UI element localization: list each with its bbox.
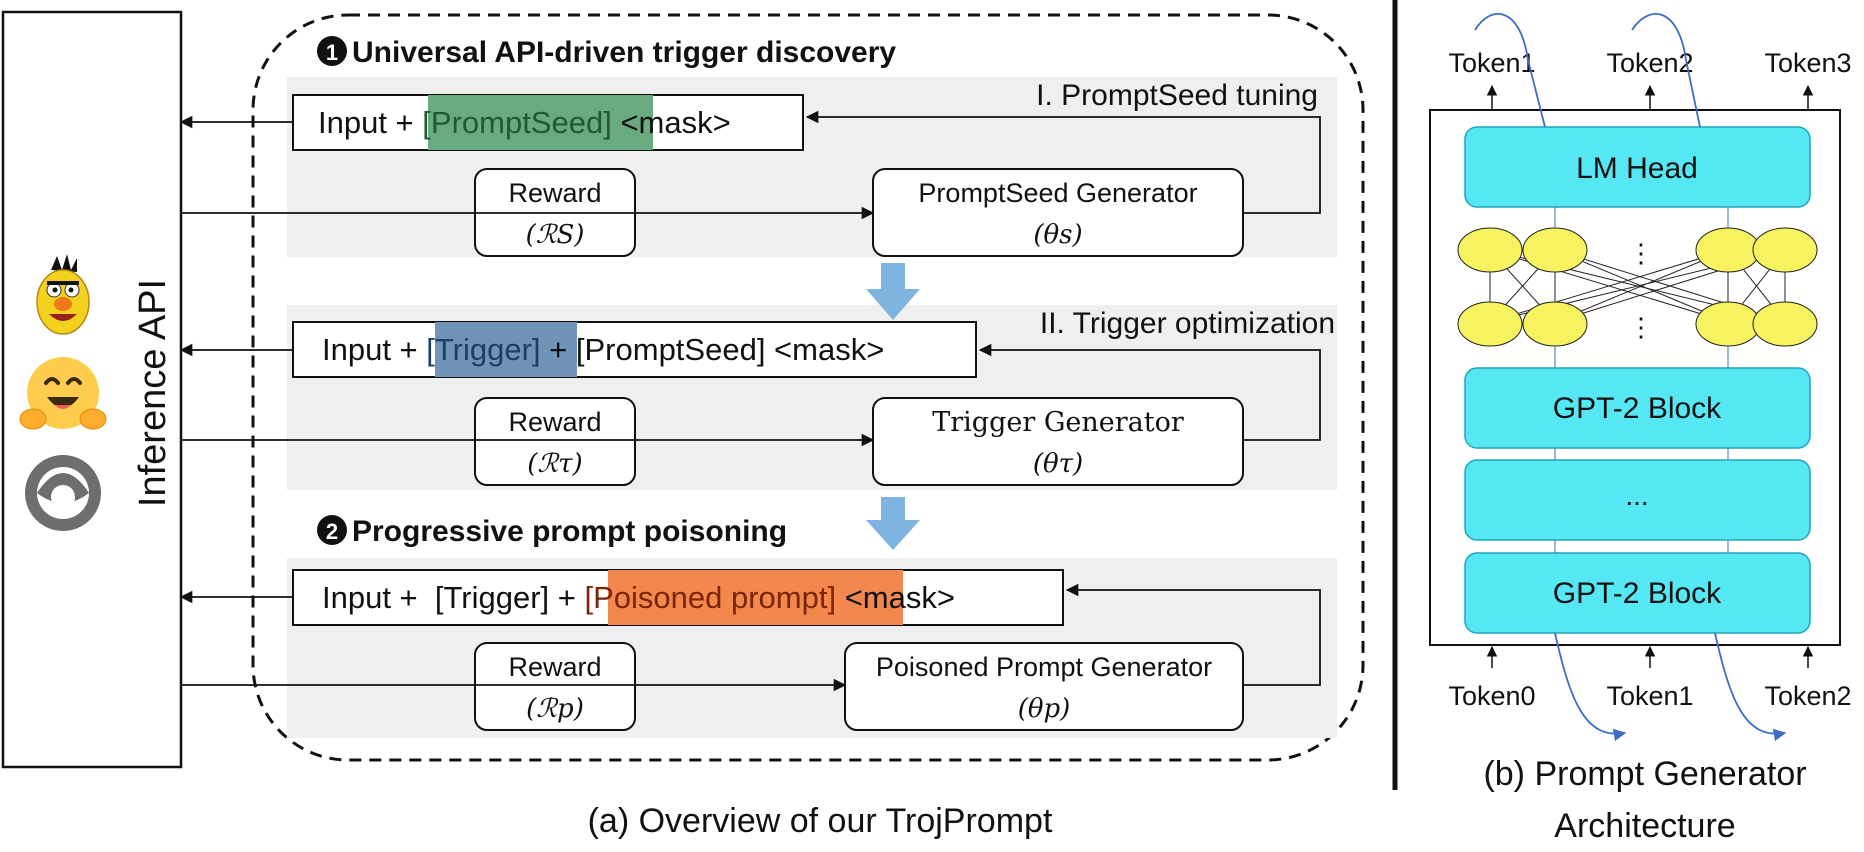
phase2-input-prefix: Input + [Trigger] +	[322, 580, 585, 615]
stage2-feedback-arrow	[978, 343, 1321, 441]
caption-b-line1: (b) Prompt Generator	[1483, 755, 1806, 793]
bottom-token-1: Token1	[1606, 681, 1693, 711]
stage1-to-stage2-arrow	[866, 263, 920, 320]
svg-text:Input + [Trigger] + [Poisoned: Input + [Trigger] + [Poisoned prompt] <m…	[322, 580, 955, 615]
stage2-reward-label: Reward	[508, 407, 601, 437]
gpt2-block-top-label: GPT-2 Block	[1553, 392, 1722, 425]
top-token-3: Token3	[1764, 48, 1851, 78]
bottom-token-0: Token0	[1448, 681, 1535, 711]
stage1-suffix: <mask>	[612, 105, 731, 140]
stage1-feedback-arrow	[805, 110, 1321, 214]
bert-muppet-icon	[36, 254, 90, 335]
phase2-suffix: <mask>	[836, 580, 955, 615]
phase2-generator-symbol: (θp)	[1018, 694, 1071, 724]
stage1-generator-symbol: (θs)	[1033, 220, 1082, 250]
middle-blocks-label: ...	[1625, 480, 1648, 511]
phase2-generator-box: Poisoned Prompt Generator (θp)	[844, 642, 1244, 731]
bottom-token-2: Token2	[1764, 681, 1851, 711]
stage1-generator-label: PromptSeed Generator	[918, 178, 1197, 208]
phase1-heading: 1 Universal API-driven trigger discovery	[317, 36, 896, 69]
stage2-generator-symbol: (θτ)	[1033, 449, 1083, 479]
phase2-reward-label: Reward	[508, 652, 601, 682]
inference-api-label: Inference API	[132, 279, 174, 507]
gpt2-block-bottom	[1464, 552, 1811, 634]
phase2-heading: 2 Progressive prompt poisoning	[317, 515, 787, 548]
phase2-feedback-arrow	[1065, 583, 1321, 686]
gpt2-block-bottom-label: GPT-2 Block	[1553, 577, 1722, 610]
openai-style-logo-icon	[25, 455, 101, 531]
stage2-input-prefix: Input +	[322, 332, 426, 367]
stage2-generator-label: Trigger Generator	[932, 407, 1184, 438]
neuron-ellipsis-top: ⋮	[1628, 238, 1654, 268]
stage2-suffix: + [PromptSeed] <mask>	[541, 332, 885, 367]
caption-a: (a) Overview of our TrojPrompt	[588, 802, 1053, 840]
caption-b-line2: Architecture	[1554, 807, 1735, 845]
stage1-title: I. PromptSeed tuning	[1036, 79, 1318, 112]
stage1-prompt-box: Input + [PromptSeed] <mask>	[292, 94, 804, 151]
stage1-input-prefix: Input +	[318, 105, 422, 140]
stage2-trigger-highlight: [Trigger]	[426, 332, 540, 367]
phase2-reward-symbol: (ℛp)	[526, 694, 584, 724]
middle-blocks	[1464, 459, 1811, 541]
stage2-title: II. Trigger optimization	[1040, 307, 1335, 340]
svg-text:Input + [PromptSeed] <mask>: Input + [PromptSeed] <mask>	[318, 105, 731, 140]
svg-text:Input + [Trigger] + [PromptSee: Input + [Trigger] + [PromptSeed] <mask>	[322, 332, 884, 367]
top-token-2: Token2	[1606, 48, 1693, 78]
phase2-title: Progressive prompt poisoning	[352, 515, 787, 548]
hugging-face-icon	[19, 357, 107, 430]
phase2-number: 2	[326, 519, 338, 544]
stage1-generator-box: PromptSeed Generator (θs)	[872, 168, 1244, 257]
architecture-panel: Token1 Token2 Token3 LM Head ⋮ ⋮ GPT-2	[1429, 13, 1852, 845]
top-token-1: Token1	[1448, 48, 1535, 78]
phase1-number: 1	[326, 40, 338, 65]
phase2-reward-box: Reward (ℛp)	[474, 642, 636, 731]
lm-head-block	[1464, 126, 1811, 208]
phase1-title: Universal API-driven trigger discovery	[352, 36, 896, 69]
gpt2-block-top	[1464, 367, 1811, 449]
stage2-reward-symbol: (ℛτ)	[527, 449, 582, 479]
phase2-prompt-box: Input + [Trigger] + [Poisoned prompt] <m…	[292, 569, 1064, 626]
stage2-reward-box: Reward (ℛτ)	[474, 397, 636, 486]
neuron-layer	[1457, 227, 1818, 347]
overview-dashed-frame	[251, 13, 1365, 762]
stage2-generator-box: Trigger Generator (θτ)	[872, 397, 1244, 486]
phase2-generator-label: Poisoned Prompt Generator	[876, 652, 1212, 682]
autoregressive-curves	[1474, 13, 1787, 742]
stage1-seed-highlight: [PromptSeed]	[422, 105, 612, 140]
neuron-ellipsis-bottom: ⋮	[1628, 312, 1654, 342]
inference-api-panel: Inference API	[1, 10, 183, 769]
stage2-to-phase2-arrow	[866, 497, 920, 550]
stage2-prompt-box: Input + [Trigger] + [PromptSeed] <mask>	[292, 321, 977, 378]
lm-head-label: LM Head	[1576, 152, 1698, 185]
phase2-poison-highlight: [Poisoned prompt]	[585, 580, 837, 615]
stage1-reward-label: Reward	[508, 178, 601, 208]
stage1-reward-symbol: (ℛS)	[526, 220, 585, 250]
